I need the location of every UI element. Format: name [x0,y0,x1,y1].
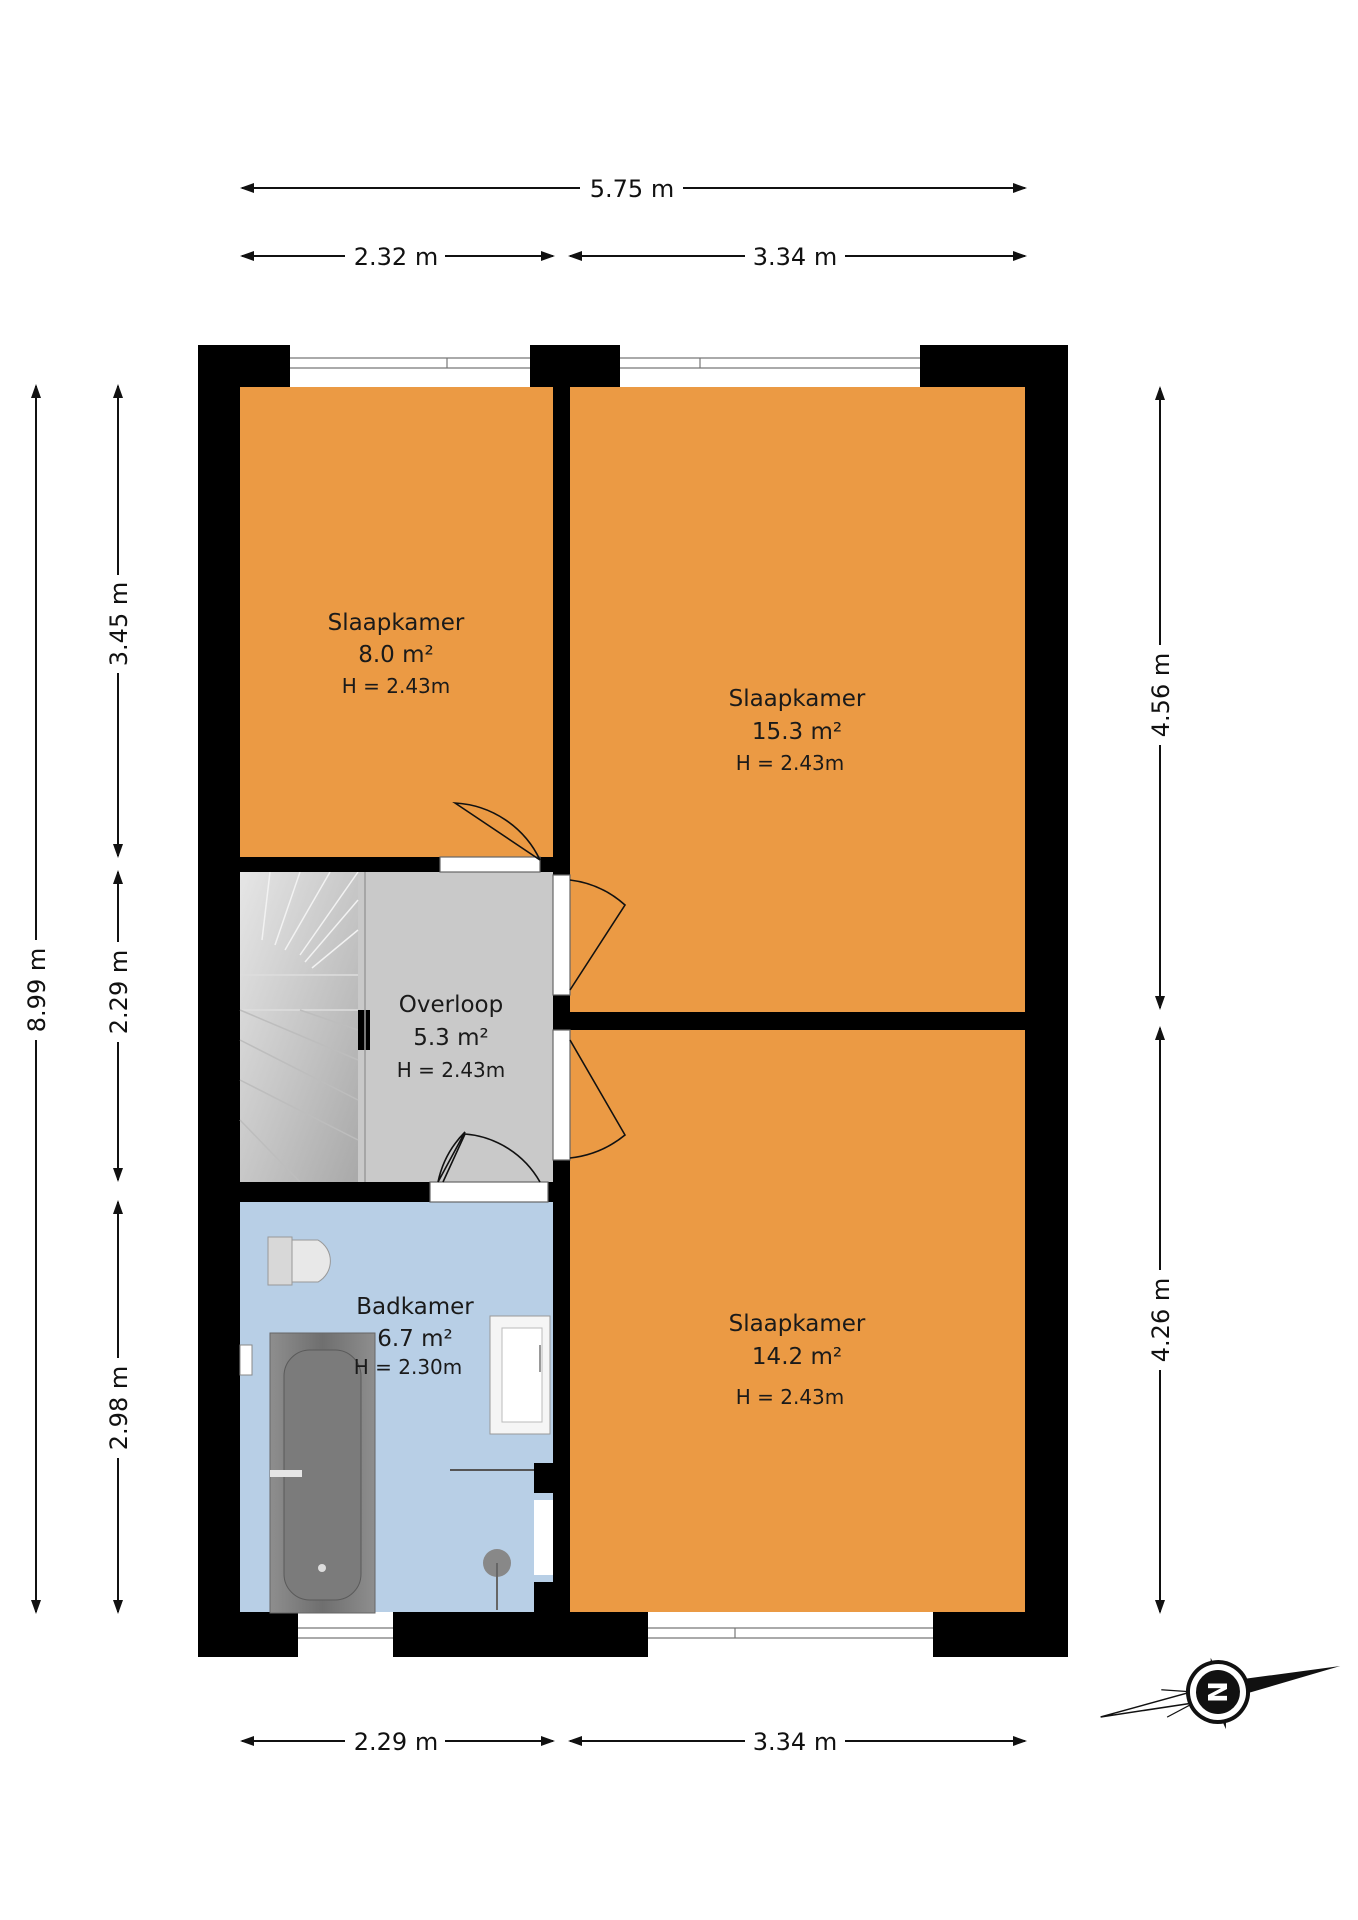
dimension-top-total: 5.75 m [240,175,1027,203]
room-height: H = 2.43m [342,674,451,698]
room-label-bedroom-2: Slaapkamer 15.3 m² H = 2.43m [729,686,866,775]
interior-wall-vertical [553,387,570,1612]
room-height: H = 2.43m [397,1058,506,1082]
room-name: Slaapkamer [729,1311,866,1337]
room-name: Badkamer [356,1294,474,1320]
dimension-top-left: 2.32 m [240,243,555,271]
door-bedroom-1 [439,802,541,873]
compass-letter: N [1204,1681,1234,1703]
door-bedroom-3 [552,1029,627,1161]
window-top-left [290,345,530,387]
dimension-right-bottom: 4.26 m [1147,1026,1175,1614]
dimension-label: 3.34 m [753,1728,837,1756]
room-label-bathroom: Badkamer 6.7 m² H = 2.30m [354,1294,475,1379]
floor-bedroom-2 [570,387,1025,1012]
dimension-left-total: 8.99 m [23,384,51,1614]
room-height: H = 2.43m [736,751,845,775]
compass-icon: N [1100,1657,1341,1730]
dimension-label: 3.45 m [105,582,133,666]
room-name: Slaapkamer [328,610,465,636]
staircase [239,871,370,1183]
room-height: H = 2.43m [736,1385,845,1409]
room-name: Slaapkamer [729,686,866,712]
window-bottom-right [648,1612,933,1657]
dimension-label: 2.32 m [354,243,438,271]
bathroom-wall-left [228,1202,240,1612]
room-label-bedroom-3: Slaapkamer 14.2 m² H = 2.43m [729,1311,866,1409]
room-area: 15.3 m² [752,719,842,745]
floor-bedroom-1 [240,387,553,857]
room-height: H = 2.30m [354,1355,463,1379]
dimension-right-top: 4.56 m [1147,386,1175,1010]
sink [489,1315,551,1435]
bath-wall-niche [239,1344,253,1376]
room-label-landing: Overloop 5.3 m² H = 2.43m [397,992,506,1082]
shower [450,1463,553,1612]
dimension-label: 3.34 m [753,243,837,271]
room-area: 8.0 m² [358,642,434,668]
bathtub [269,1332,376,1614]
door-bedroom-2 [552,874,627,996]
room-area: 14.2 m² [752,1344,842,1370]
dimension-label: 2.29 m [105,950,133,1034]
room-name: Overloop [399,992,503,1018]
dimension-left-top: 3.45 m [105,384,133,858]
toilet [267,1236,331,1286]
window-bottom-left [298,1612,393,1657]
dimension-bottom-left: 2.29 m [240,1728,555,1756]
dimension-label: 4.26 m [1147,1278,1175,1362]
window-top-right [620,345,920,387]
interior-wall-bed2-bed3 [570,1012,1025,1030]
dimension-label: 8.99 m [23,948,51,1032]
room-area: 6.7 m² [377,1326,453,1352]
dimension-bottom-right: 3.34 m [568,1728,1027,1756]
floor-bedroom-3 [570,1030,1025,1612]
dimension-left-bottom: 2.98 m [105,1200,133,1614]
room-label-bedroom-1: Slaapkamer 8.0 m² H = 2.43m [328,610,465,698]
room-area: 5.3 m² [413,1025,489,1051]
dimension-top-right: 3.34 m [568,243,1027,271]
door-bathroom [429,1131,549,1203]
dimension-left-mid: 2.29 m [105,870,133,1182]
dimension-label: 2.98 m [105,1366,133,1450]
dimension-label: 4.56 m [1147,653,1175,737]
dimension-label: 2.29 m [354,1728,438,1756]
dimension-label: 5.75 m [590,175,674,203]
